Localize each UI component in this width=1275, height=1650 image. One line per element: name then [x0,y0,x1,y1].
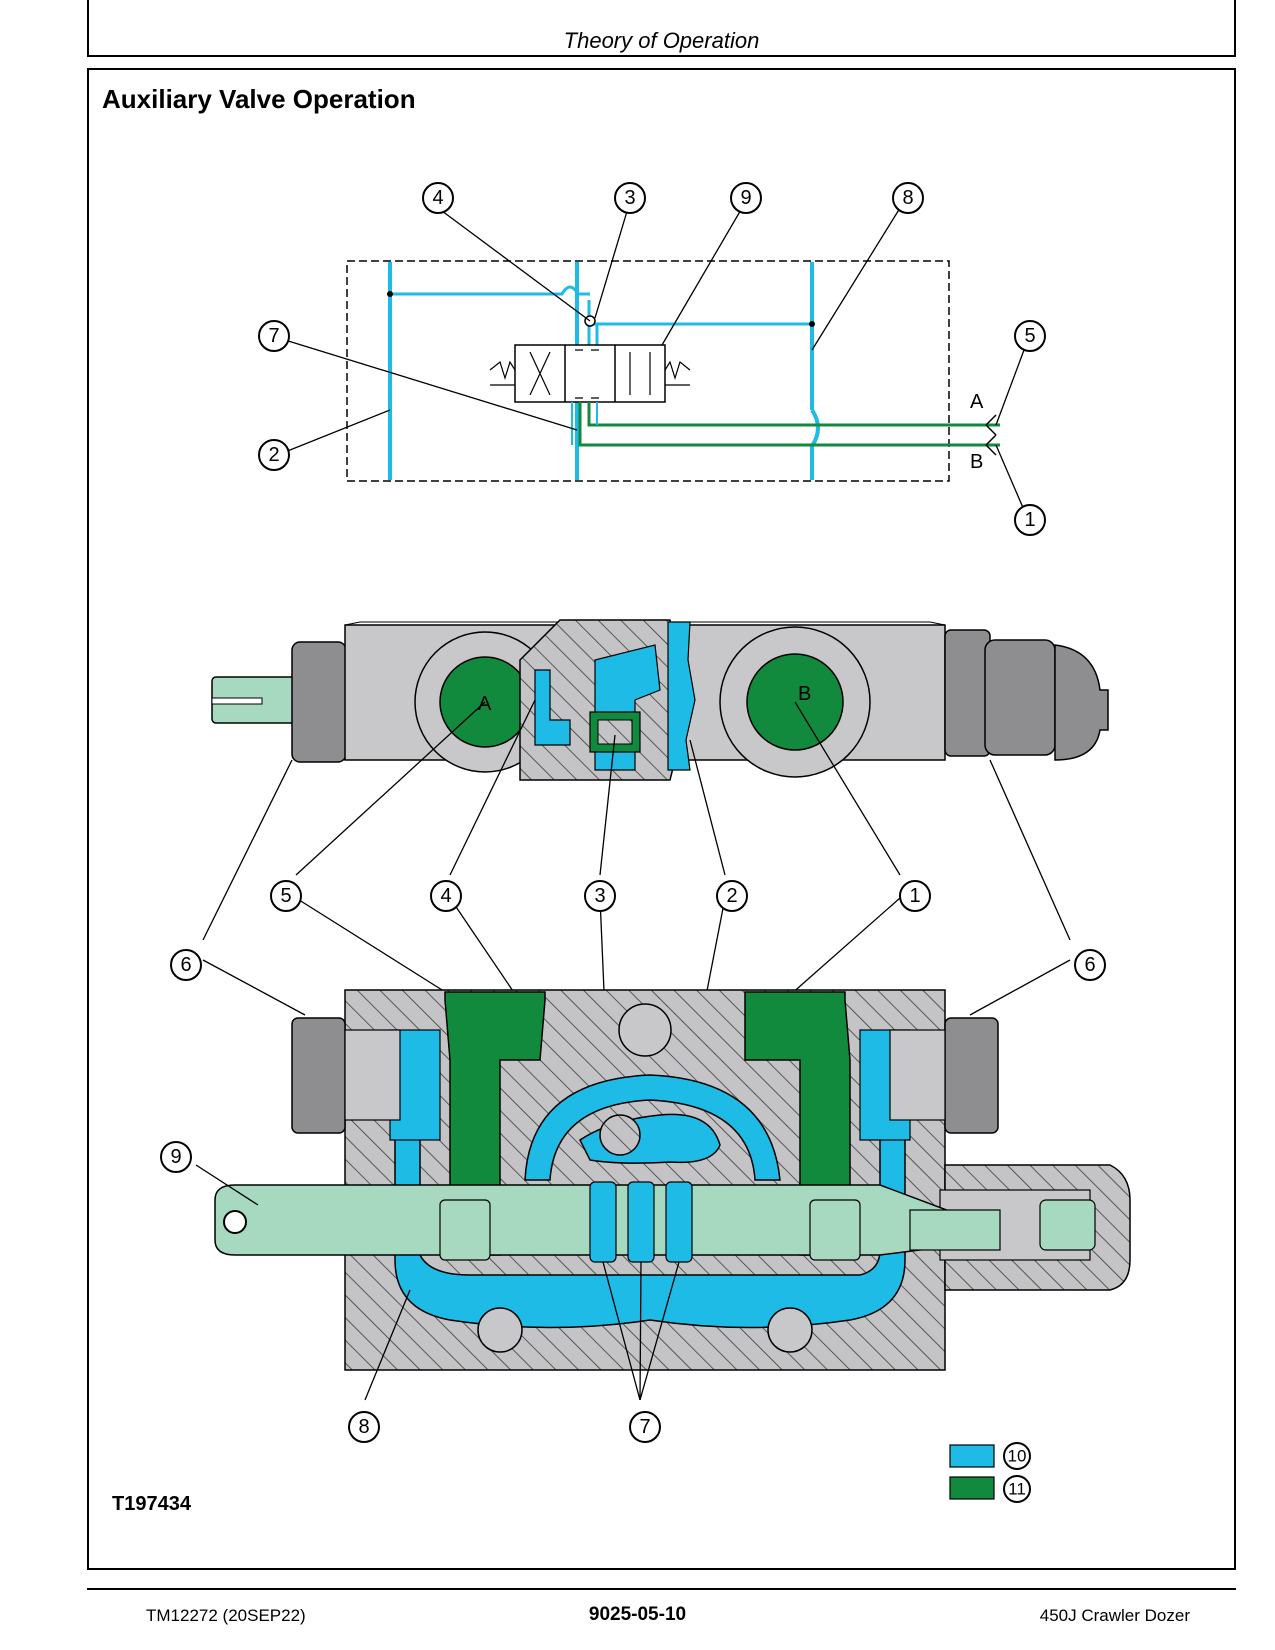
svg-text:7: 7 [268,325,279,347]
figure-id: T197434 [112,1493,191,1515]
figure-frame [87,68,1236,1570]
callout-3-mid: 3 [584,880,616,912]
callout-4-mid: 4 [430,880,462,912]
callout-5-top: 5 [1014,320,1046,352]
svg-text:10: 10 [1008,1447,1027,1466]
svg-text:1: 1 [909,885,920,907]
callout-8-top: 8 [892,182,924,214]
svg-text:6: 6 [1084,954,1095,976]
legend-callout-10: 10 [1003,1442,1031,1470]
svg-text:6: 6 [180,954,191,976]
svg-text:A: A [478,693,492,715]
callout-6-left: 6 [170,949,202,981]
callout-7-bottom: 7 [629,1411,661,1443]
svg-text:2: 2 [726,885,737,907]
legend-swatch-work [949,1476,995,1500]
svg-text:4: 4 [440,885,451,907]
hydraulic-schematic: A B [284,207,1025,511]
svg-text:8: 8 [358,1416,369,1438]
callout-3-top: 3 [614,182,646,214]
svg-text:2: 2 [268,444,279,466]
svg-text:9: 9 [170,1146,181,1168]
port-a-label: A [970,391,984,413]
callout-2-mid: 2 [716,880,748,912]
footer-page-number: 9025-05-10 [588,1604,687,1625]
footer-doc-number: TM12272 (20SEP22) [146,1606,306,1625]
svg-text:3: 3 [624,187,635,209]
footer-model: 450J Crawler Dozer [1039,1606,1190,1625]
header-frame: Theory of Operation [87,0,1236,57]
callout-2-top: 2 [258,439,290,471]
svg-text:8: 8 [902,187,913,209]
port-b-label: B [970,451,983,473]
svg-text:5: 5 [280,885,291,907]
callout-1-top: 1 [1014,504,1046,536]
svg-text:5: 5 [1024,325,1035,347]
svg-text:B: B [798,683,811,705]
legend-swatch-pressure [949,1444,995,1468]
svg-text:11: 11 [1008,1480,1026,1499]
callout-9-top: 9 [730,182,762,214]
callout-8-bottom: 8 [348,1411,380,1443]
footer-rule [87,1588,1236,1590]
svg-text:1: 1 [1024,509,1035,531]
valve-section-view [195,897,1131,1401]
section-title: Auxiliary Valve Operation [102,84,416,114]
valve-exterior-view: A B [202,619,1109,941]
callout-4-top: 4 [422,182,454,214]
callout-5-mid: 5 [270,880,302,912]
svg-text:9: 9 [740,187,751,209]
svg-text:3: 3 [594,885,605,907]
header-title: Theory of Operation [563,28,760,53]
callout-6-right: 6 [1074,949,1106,981]
spool-symbol [514,344,666,403]
svg-text:4: 4 [432,187,443,209]
callout-1-mid: 1 [899,880,931,912]
callout-9-bottom: 9 [160,1141,192,1173]
callout-7-top: 7 [258,320,290,352]
legend-callout-11: 11 [1003,1475,1031,1503]
svg-text:7: 7 [639,1416,650,1438]
